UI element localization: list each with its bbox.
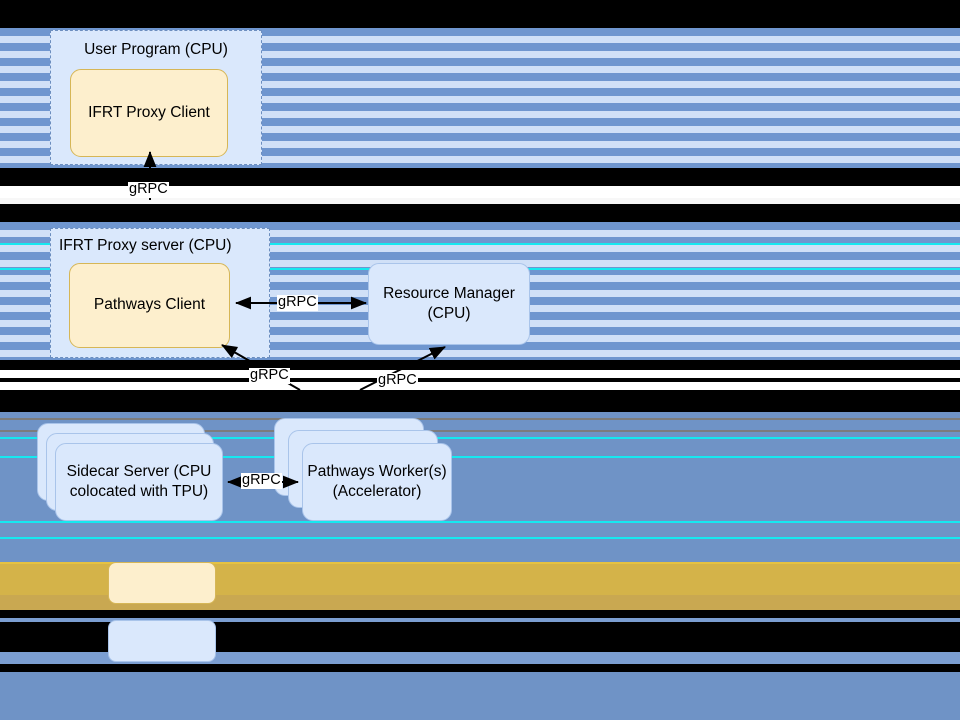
- edge-label-grpc-lower-right: gRPC: [377, 372, 418, 389]
- node-sidecar-server-label-line1: Sidecar Server (CPU: [66, 462, 212, 480]
- container-user-program-title: User Program (CPU): [84, 41, 228, 58]
- node-pathways-client-label: Pathways Client: [93, 296, 206, 314]
- edge-label-grpc-middle: gRPC: [277, 294, 318, 311]
- edge-label-grpc-bottom: gRPC: [241, 472, 282, 489]
- edge-label-grpc-top: gRPC: [128, 181, 169, 198]
- node-sidecar-server[interactable]: Sidecar Server (CPU colocated with TPU): [55, 443, 223, 521]
- node-resource-manager-label-line1: Resource Manager: [383, 284, 515, 302]
- legend-swatch-yellow: [108, 562, 216, 604]
- arrow-grpc-resource-manager-down: [359, 346, 446, 391]
- container-ifrt-proxy-server-title: IFRT Proxy server (CPU): [59, 237, 232, 254]
- node-sidecar-server-label-line2: colocated with TPU): [69, 483, 209, 500]
- node-resource-manager-label-line2: (CPU): [427, 305, 471, 322]
- node-pathways-client[interactable]: Pathways Client: [69, 263, 230, 348]
- node-pathways-workers-label-line1: Pathways Worker(s): [307, 462, 447, 480]
- legend-swatch-blue: [108, 620, 216, 662]
- node-pathways-workers[interactable]: Pathways Worker(s) (Accelerator): [302, 443, 452, 521]
- node-pathways-workers-label-line2: (Accelerator): [332, 483, 422, 500]
- node-ifrt-proxy-client-label: IFRT Proxy Client: [88, 103, 210, 121]
- node-resource-manager[interactable]: Resource Manager (CPU): [368, 263, 530, 345]
- edge-label-grpc-lower-left: gRPC: [249, 367, 290, 384]
